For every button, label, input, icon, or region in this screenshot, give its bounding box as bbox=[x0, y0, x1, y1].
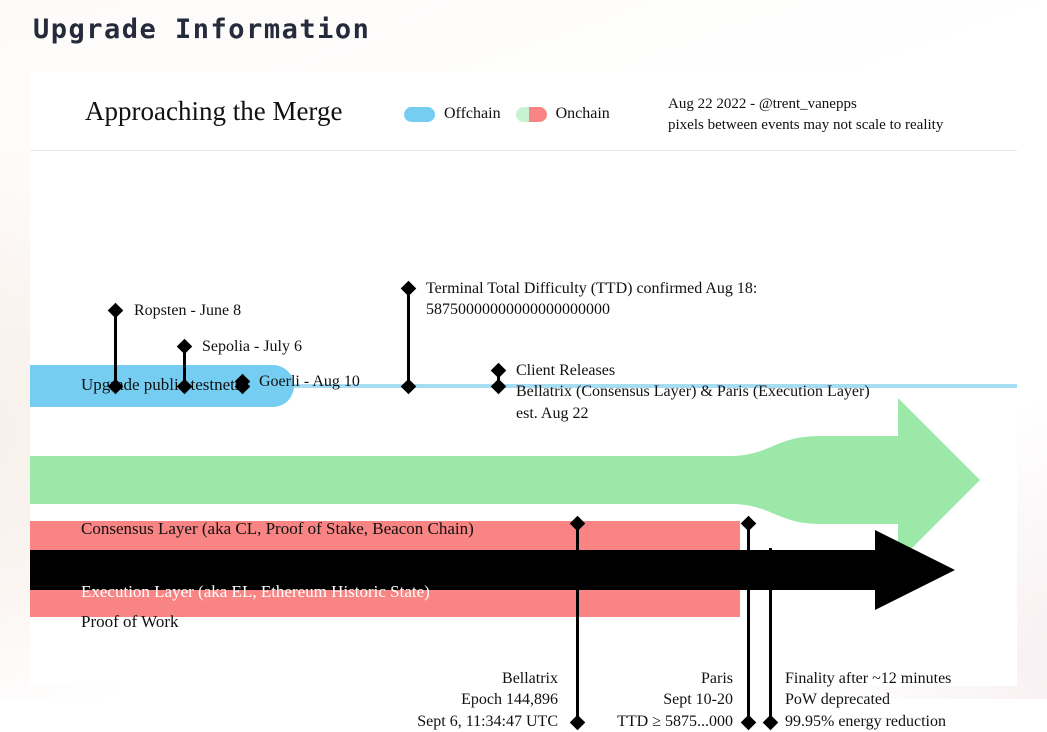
paris-diamond-bottom-icon bbox=[740, 714, 757, 731]
bellatrix-line1: Bellatrix bbox=[502, 670, 558, 687]
meta-disclaimer: pixels between events may not scale to r… bbox=[668, 117, 944, 134]
proof-of-work-label: Proof of Work bbox=[81, 612, 179, 631]
legend-label-offchain: Offchain bbox=[444, 105, 501, 122]
chart-card: Approaching the Merge Offchain Onchain A… bbox=[30, 72, 1017, 731]
chart-meta: Aug 22 2022 - @trent_vanepps pixels betw… bbox=[668, 94, 943, 137]
chart-header: Approaching the Merge Offchain Onchain A… bbox=[30, 72, 1017, 151]
legend-item-onchain: Onchain bbox=[515, 105, 610, 123]
finality-diamond-bottom-icon bbox=[762, 714, 779, 731]
goerli-label: Goerli - Aug 10 bbox=[259, 373, 360, 390]
paris-line1: Paris bbox=[701, 670, 733, 687]
finality-line1: Finality after ~12 minutes bbox=[785, 670, 952, 687]
finality-line2: PoW deprecated bbox=[785, 691, 890, 709]
finality-stem bbox=[769, 548, 772, 723]
offchain-track-label: Upgrade public testnets bbox=[81, 375, 242, 394]
page-title: Upgrade Information bbox=[33, 14, 371, 45]
meta-author-date: Aug 22 2022 - @trent_vanepps bbox=[668, 96, 857, 112]
legend-swatch-onchain-icon bbox=[515, 106, 547, 122]
ttd-label-line1: Terminal Total Difficulty (TTD) confirme… bbox=[426, 280, 758, 297]
timeline-canvas: Upgrade public testnets Consensus Layer … bbox=[30, 150, 1017, 731]
offchain-track-line bbox=[294, 384, 1017, 388]
client-releases-line3: est. Aug 22 bbox=[516, 404, 589, 422]
client-releases-line2: Bellatrix (Consensus Layer) & Paris (Exe… bbox=[516, 383, 870, 401]
execution-layer-arrow-head bbox=[875, 530, 955, 610]
ttd-stem bbox=[407, 288, 410, 388]
legend-item-offchain: Offchain bbox=[404, 105, 501, 123]
bellatrix-stem bbox=[576, 523, 579, 723]
legend-swatch-offchain-icon bbox=[404, 106, 435, 122]
band-separator-notch bbox=[30, 504, 820, 542]
paris-line2: Sept 10-20 bbox=[663, 691, 733, 709]
ropsten-stem bbox=[114, 310, 117, 388]
finality-line3: 99.95% energy reduction bbox=[785, 712, 946, 730]
chart-title: Approaching the Merge bbox=[85, 96, 343, 126]
paris-line3: TTD ≥ 5875...000 bbox=[617, 712, 733, 730]
client-releases-line1: Client Releases bbox=[516, 362, 616, 379]
execution-layer-label: Execution Layer (aka EL, Ethereum Histor… bbox=[81, 582, 430, 601]
consensus-layer-label: Consensus Layer (aka CL, Proof of Stake,… bbox=[81, 519, 474, 538]
legend: Offchain Onchain bbox=[404, 105, 610, 123]
sepolia-label: Sepolia - July 6 bbox=[202, 338, 302, 355]
onchain-bands-graphic bbox=[30, 398, 980, 617]
ttd-label-line2: 58750000000000000000000 bbox=[426, 301, 610, 319]
sepolia-stem bbox=[183, 346, 186, 388]
bellatrix-line2: Epoch 144,896 bbox=[461, 691, 558, 709]
execution-layer-band-shape bbox=[30, 550, 885, 590]
bellatrix-line3: Sept 6, 11:34:47 UTC bbox=[417, 712, 558, 730]
consensus-layer-band-shape bbox=[30, 398, 980, 562]
legend-label-onchain: Onchain bbox=[555, 105, 610, 122]
paris-stem bbox=[747, 523, 750, 723]
offchain-track-pill: Upgrade public testnets bbox=[30, 365, 294, 407]
ropsten-label: Ropsten - June 8 bbox=[134, 302, 242, 319]
proof-of-work-band-taper bbox=[690, 521, 740, 617]
